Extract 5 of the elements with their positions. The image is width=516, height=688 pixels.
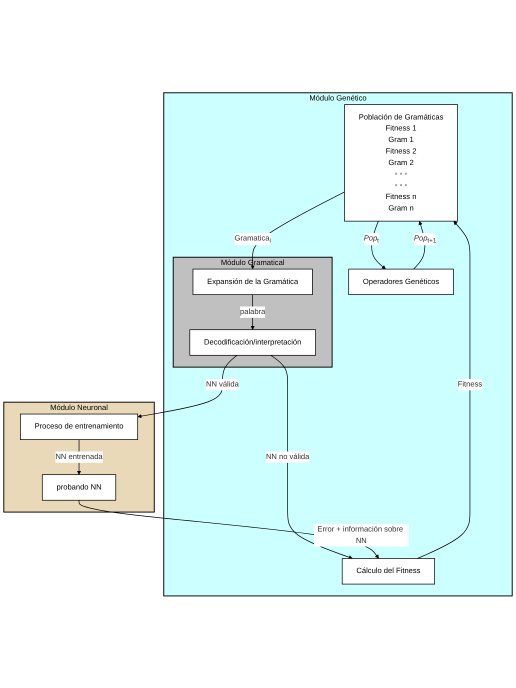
- arrow: [417, 220, 470, 558]
- arrow: [371, 220, 386, 269]
- arrow: [270, 354, 353, 559]
- arrow: [413, 220, 426, 270]
- arrow: [138, 354, 238, 418]
